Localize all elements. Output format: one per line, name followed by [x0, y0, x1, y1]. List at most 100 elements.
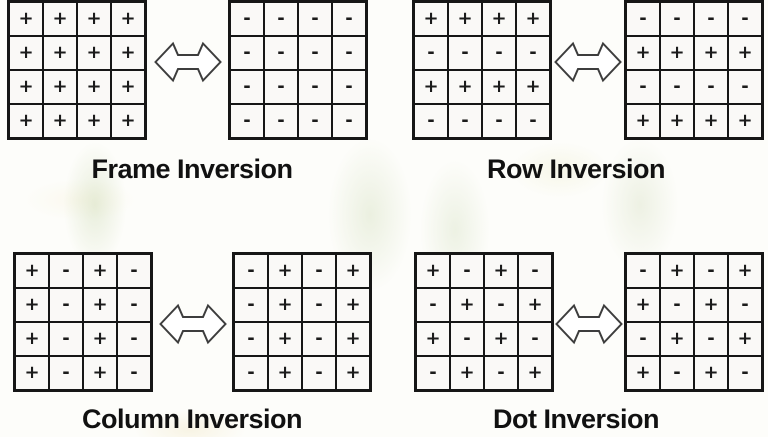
pixel-grid-right: ----------------: [228, 0, 368, 140]
grid-cell-positive: +: [483, 3, 515, 35]
grid-cell-positive: +: [112, 71, 144, 103]
grid-cell-positive: +: [661, 323, 693, 355]
grid-cell-positive: +: [84, 255, 116, 287]
grid-cell-negative: -: [449, 105, 481, 137]
grid-cell-negative: -: [235, 323, 267, 355]
grid-cell-negative: -: [519, 323, 551, 355]
pixel-grid-right: -+-+-+-+-+-+-+-+: [232, 252, 372, 392]
grid-cell-negative: -: [118, 289, 150, 321]
grid-cell-negative: -: [50, 255, 82, 287]
grid-cell-negative: -: [231, 37, 263, 69]
grid-cell-positive: +: [695, 357, 727, 389]
section-title: Frame Inversion: [91, 154, 293, 184]
grid-cell-negative: -: [50, 323, 82, 355]
grid-cell-negative: -: [417, 357, 449, 389]
grid-cell-negative: -: [517, 37, 549, 69]
grid-cell-positive: +: [78, 71, 110, 103]
grid-cell-positive: +: [337, 323, 369, 355]
grid-cell-negative: -: [299, 105, 331, 137]
grid-cell-negative: -: [627, 255, 659, 287]
grid-cell-positive: +: [417, 255, 449, 287]
grid-cell-negative: -: [303, 255, 335, 287]
grid-cell-negative: -: [483, 105, 515, 137]
grid-cell-positive: +: [44, 37, 76, 69]
grid-cell-negative: -: [661, 357, 693, 389]
grid-pair: +-+--+-++-+--+-+ -+-++-+--+-++-+-: [384, 252, 768, 392]
grid-cell-negative: -: [265, 71, 297, 103]
grid-cell-positive: +: [729, 255, 761, 287]
grid-cell-positive: +: [627, 37, 659, 69]
grid-cell-negative: -: [627, 3, 659, 35]
grid-cell-positive: +: [519, 289, 551, 321]
grid-cell-negative: -: [333, 71, 365, 103]
grid-cell-negative: -: [415, 37, 447, 69]
grid-cell-negative: -: [118, 357, 150, 389]
grid-cell-negative: -: [485, 289, 517, 321]
grid-cell-negative: -: [118, 255, 150, 287]
grid-cell-negative: -: [695, 255, 727, 287]
grid-cell-negative: -: [303, 289, 335, 321]
left-right-double-arrow-icon: [158, 302, 227, 351]
grid-cell-negative: -: [50, 289, 82, 321]
pixel-grid-left: ++++----++++----: [412, 0, 552, 140]
grid-cell-positive: +: [16, 357, 48, 389]
grid-cell-positive: +: [10, 71, 42, 103]
grid-cell-positive: +: [449, 71, 481, 103]
grid-cell-positive: +: [44, 71, 76, 103]
grid-cell-positive: +: [84, 289, 116, 321]
grid-cell-positive: +: [417, 323, 449, 355]
grid-cell-positive: +: [415, 3, 447, 35]
grid-cell-positive: +: [78, 105, 110, 137]
pixel-grid-right: -+-++-+--+-++-+-: [624, 252, 764, 392]
grid-cell-negative: -: [729, 289, 761, 321]
grid-cell-negative: -: [303, 323, 335, 355]
grid-cell-negative: -: [333, 37, 365, 69]
grid-cell-positive: +: [483, 71, 515, 103]
grid-cell-positive: +: [729, 323, 761, 355]
grid-cell-negative: -: [483, 37, 515, 69]
grid-cell-negative: -: [299, 37, 331, 69]
section-title: Column Inversion: [81, 404, 303, 434]
grid-cell-negative: -: [485, 357, 517, 389]
grid-cell-negative: -: [661, 3, 693, 35]
grid-cell-negative: -: [517, 105, 549, 137]
grid-cell-positive: +: [485, 323, 517, 355]
grid-cell-negative: -: [303, 357, 335, 389]
grid-cell-negative: -: [695, 3, 727, 35]
grid-cell-negative: -: [661, 71, 693, 103]
grid-cell-negative: -: [231, 105, 263, 137]
grid-cell-positive: +: [661, 37, 693, 69]
grid-cell-negative: -: [235, 357, 267, 389]
grid-cell-negative: -: [299, 3, 331, 35]
grid-cell-positive: +: [729, 105, 761, 137]
grid-cell-positive: +: [695, 289, 727, 321]
grid-cell-positive: +: [627, 289, 659, 321]
grid-cell-positive: +: [627, 105, 659, 137]
grid-cell-positive: +: [337, 289, 369, 321]
pixel-grid-left: +-+--+-++-+--+-+: [414, 252, 554, 392]
grid-cell-positive: +: [415, 71, 447, 103]
grid-cell-positive: +: [78, 3, 110, 35]
grid-cell-positive: +: [16, 323, 48, 355]
grid-cell-positive: +: [10, 105, 42, 137]
grid-cell-positive: +: [729, 37, 761, 69]
section-column-inversion: +-+-+-+-+-+-+-+- -+-+-+-+-+-+-+-+ Column…: [0, 252, 384, 435]
grid-cell-positive: +: [627, 357, 659, 389]
grid-cell-positive: +: [451, 357, 483, 389]
grid-cell-negative: -: [661, 289, 693, 321]
left-right-double-arrow-icon: [153, 40, 222, 89]
grid-cell-positive: +: [517, 71, 549, 103]
grid-cell-negative: -: [265, 37, 297, 69]
grid-cell-positive: +: [84, 357, 116, 389]
grid-cell-negative: -: [729, 71, 761, 103]
grid-cell-positive: +: [519, 357, 551, 389]
grid-cell-positive: +: [44, 105, 76, 137]
grid-pair: +-+-+-+-+-+-+-+- -+-+-+-+-+-+-+-+: [0, 252, 384, 392]
grid-cell-positive: +: [695, 105, 727, 137]
grid-cell-positive: +: [10, 3, 42, 35]
grid-cell-negative: -: [451, 255, 483, 287]
grid-cell-negative: -: [415, 105, 447, 137]
grid-cell-negative: -: [729, 357, 761, 389]
left-right-double-arrow-icon: [554, 40, 622, 89]
grid-cell-positive: +: [10, 37, 42, 69]
